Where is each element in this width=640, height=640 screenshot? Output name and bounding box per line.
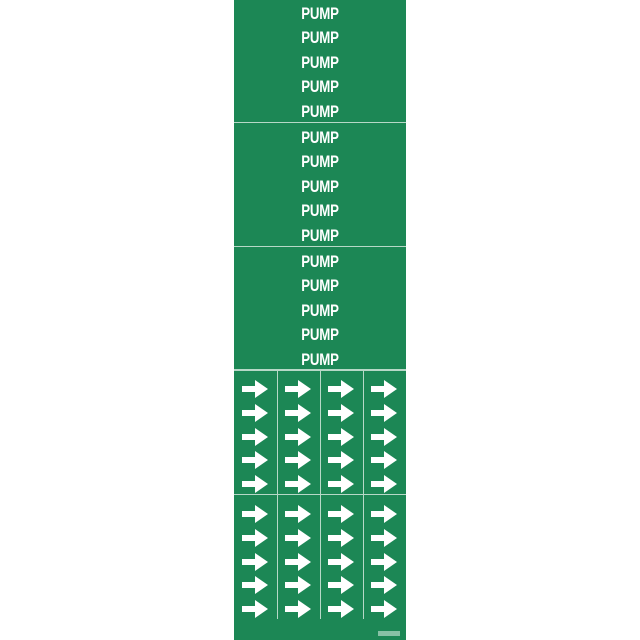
right-arrow-icon (328, 475, 354, 494)
pump-label-text: PUMP (301, 152, 339, 172)
pump-label-text: PUMP (301, 128, 339, 147)
arrow-column (363, 495, 406, 619)
arrow-column (234, 370, 277, 494)
arrow-column (320, 370, 363, 494)
right-arrow-icon (285, 380, 311, 398)
pump-label-text: PUMP (301, 176, 339, 196)
right-arrow-icon (285, 475, 311, 494)
pump-label-text: PUMP (301, 52, 339, 72)
right-arrow-icon (328, 552, 354, 571)
pump-label-text: PUMP (301, 77, 339, 97)
right-arrow-icon (285, 451, 311, 470)
pump-label-text: PUMP (301, 201, 339, 221)
right-arrow-icon (328, 528, 354, 547)
right-arrow-icon (242, 427, 268, 446)
right-arrow-icon (371, 475, 397, 494)
right-arrow-icon (328, 451, 354, 470)
pump-label-text: PUMP (301, 349, 339, 369)
column-divider (320, 495, 321, 619)
right-arrow-icon (371, 505, 397, 523)
right-arrow-icon (285, 576, 311, 595)
right-arrow-icon (242, 505, 268, 523)
arrow-column (277, 370, 320, 494)
right-arrow-icon (371, 403, 397, 422)
pump-label-text: PUMP (301, 225, 339, 245)
pump-label-section: PUMP PUMP PUMP PUMP PUMP (234, 124, 406, 247)
arrow-strip-block (234, 495, 406, 619)
column-divider (277, 495, 278, 619)
right-arrow-icon (242, 380, 268, 398)
right-arrow-icon (242, 451, 268, 470)
right-arrow-icon (371, 427, 397, 446)
arrow-column (234, 495, 277, 619)
right-arrow-icon (371, 451, 397, 470)
arrow-column (363, 370, 406, 494)
brady-logo (378, 631, 400, 637)
right-arrow-icon (285, 552, 311, 571)
column-divider (320, 370, 321, 494)
right-arrow-icon (242, 552, 268, 571)
right-arrow-icon (371, 528, 397, 547)
arrow-strip-block (234, 370, 406, 494)
right-arrow-icon (328, 600, 354, 619)
pump-label-text: PUMP (301, 276, 339, 296)
right-arrow-icon (328, 505, 354, 523)
right-arrow-icon (328, 380, 354, 398)
pump-label-text: PUMP (301, 252, 339, 271)
column-divider (363, 495, 364, 619)
arrow-column (277, 495, 320, 619)
block-divider (234, 494, 406, 495)
right-arrow-icon (285, 505, 311, 523)
pump-label-section: PUMP PUMP PUMP PUMP PUMP (234, 0, 406, 123)
right-arrow-icon (242, 403, 268, 422)
right-arrow-icon (328, 403, 354, 422)
pump-label-text: PUMP (301, 4, 339, 23)
right-arrow-icon (285, 528, 311, 547)
right-arrow-icon (328, 427, 354, 446)
section-divider (234, 369, 406, 370)
right-arrow-icon (285, 403, 311, 422)
pump-label-text: PUMP (301, 28, 339, 48)
pump-label-text: PUMP (301, 300, 339, 320)
column-divider (363, 370, 364, 494)
pump-label-section: PUMP PUMP PUMP PUMP PUMP (234, 248, 406, 371)
right-arrow-icon (328, 576, 354, 595)
right-arrow-icon (242, 576, 268, 595)
right-arrow-icon (371, 576, 397, 595)
right-arrow-icon (285, 427, 311, 446)
pump-label-text: PUMP (301, 325, 339, 345)
arrow-column (320, 495, 363, 619)
pump-label-text: PUMP (301, 101, 339, 121)
right-arrow-icon (371, 600, 397, 619)
right-arrow-icon (242, 475, 268, 494)
right-arrow-icon (285, 600, 311, 619)
right-arrow-icon (242, 600, 268, 619)
right-arrow-icon (242, 528, 268, 547)
column-divider (277, 370, 278, 494)
right-arrow-icon (371, 380, 397, 398)
right-arrow-icon (371, 552, 397, 571)
